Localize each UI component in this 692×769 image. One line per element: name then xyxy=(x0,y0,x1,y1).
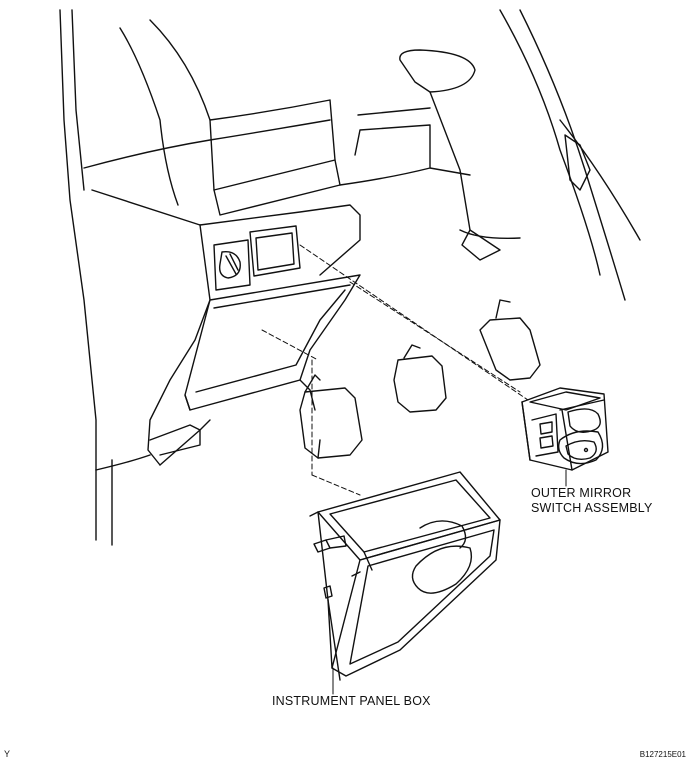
dashboard-lower-panel xyxy=(60,10,640,545)
assembly-guide-lines xyxy=(262,245,528,495)
outer-mirror-switch-assembly xyxy=(522,388,608,470)
outer-mirror-label-line2: SWITCH ASSEMBLY xyxy=(531,501,653,515)
outer-mirror-switch-label: OUTER MIRROR SWITCH ASSEMBLY xyxy=(531,486,653,516)
outer-mirror-label-line1: OUTER MIRROR xyxy=(531,486,632,500)
instrument-panel-box xyxy=(310,472,500,680)
instrument-panel-box-label: INSTRUMENT PANEL BOX xyxy=(272,694,431,708)
figure-id: B127215E01 xyxy=(639,750,686,759)
corner-code-left: Y xyxy=(4,749,11,759)
leader-lines xyxy=(333,470,566,694)
pedals xyxy=(300,300,540,458)
